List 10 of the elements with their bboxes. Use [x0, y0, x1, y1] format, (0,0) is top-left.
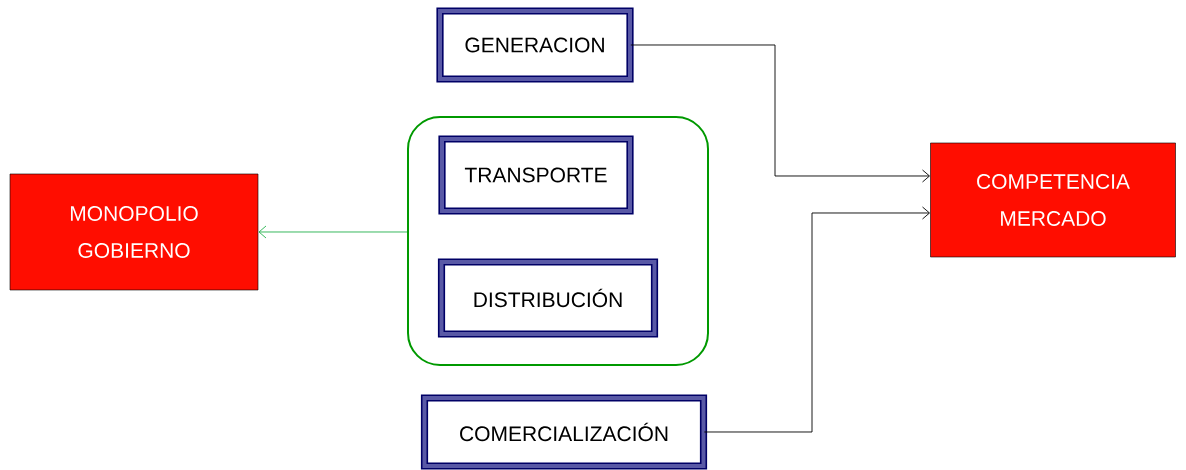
- process-box: TRANSPORTE: [438, 135, 634, 215]
- group-frame: [407, 116, 709, 366]
- arrow: [630, 44, 930, 183]
- process-box: GENERACION: [436, 7, 634, 83]
- process-box: DISTRIBUCIÓN: [437, 258, 659, 338]
- arrow: [258, 225, 408, 239]
- category-box: COMPETENCIA MERCADO: [930, 142, 1176, 258]
- arrow: [703, 206, 930, 433]
- process-box: COMERCIALIZACIÓN: [420, 394, 708, 470]
- category-box: MONOPOLIO GOBIERNO: [9, 173, 259, 291]
